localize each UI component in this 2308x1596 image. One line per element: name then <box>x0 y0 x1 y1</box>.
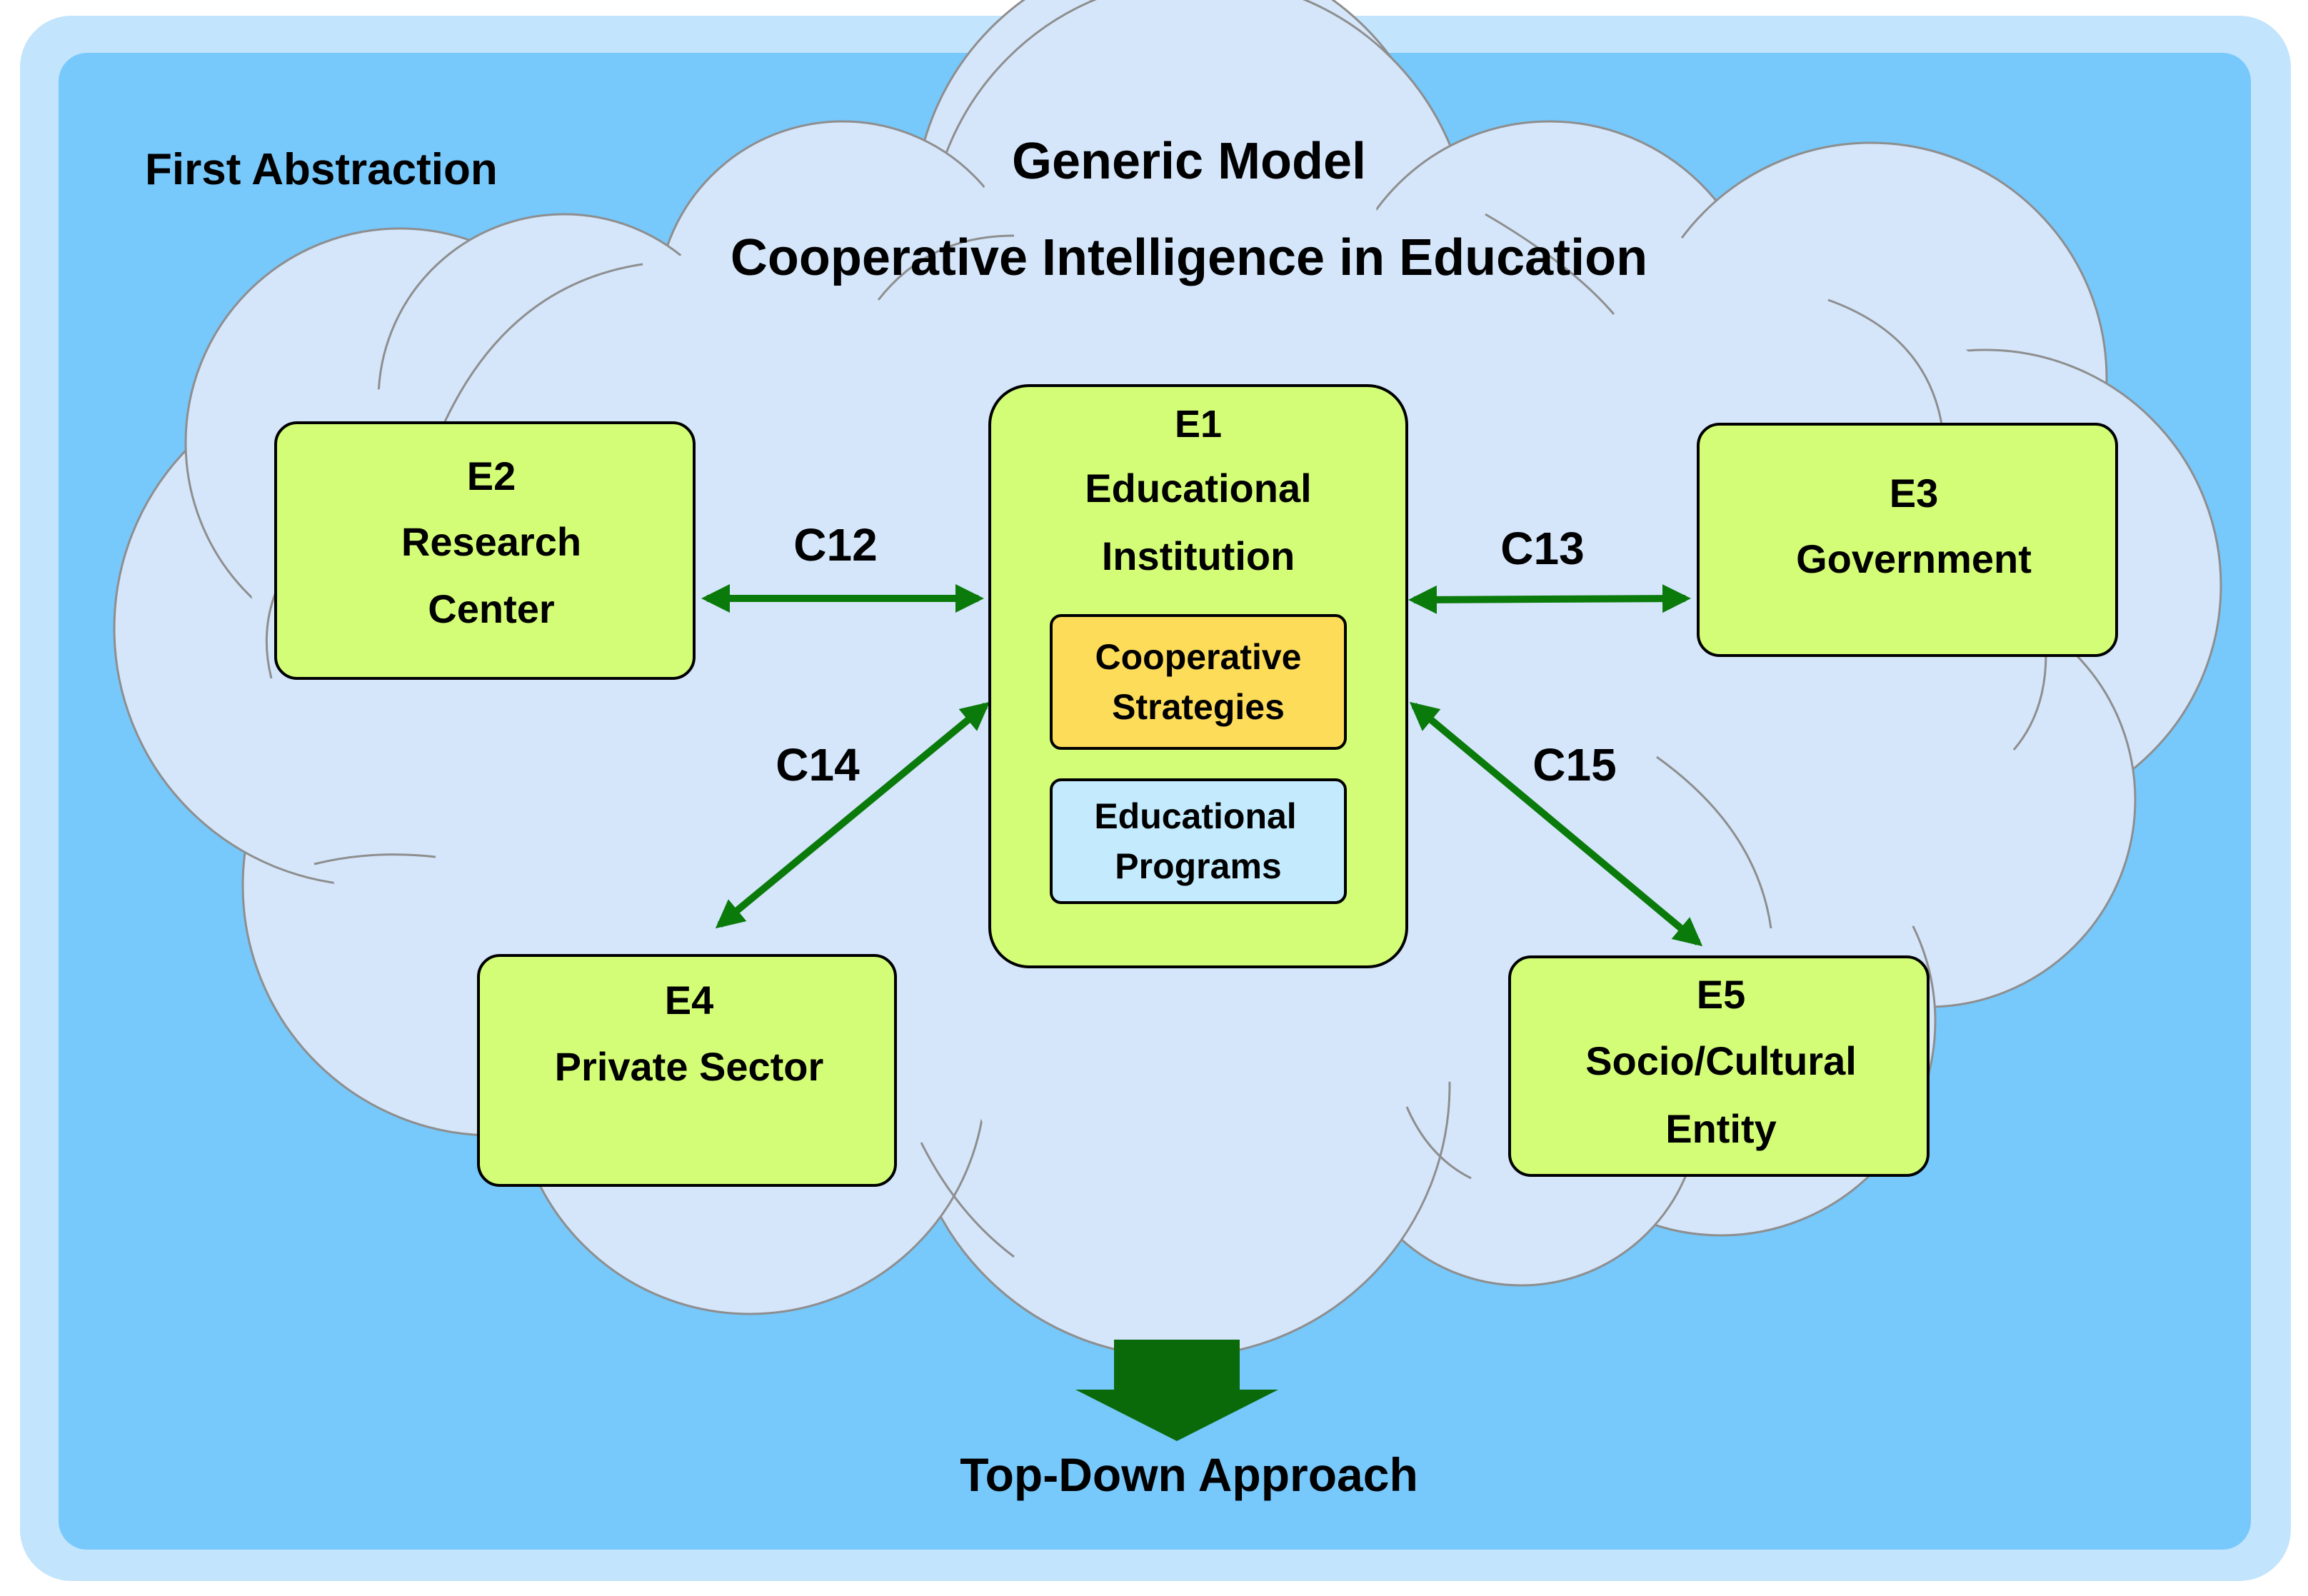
entity-e1: E1 Educational Institution Cooperative S… <box>988 384 1408 968</box>
programs-line2: Programs <box>1115 846 1281 886</box>
entity-e5-line1: Socio/Cultural <box>1585 1038 1857 1083</box>
strategies-line1: Cooperative <box>1095 637 1302 677</box>
connection-arrow-c13 <box>1408 584 1691 614</box>
entity-e2-line2: Center <box>428 586 554 631</box>
connection-label-c13: C13 <box>1500 523 1584 574</box>
entity-e2-line1: Research <box>401 519 581 564</box>
programs-line1: Educational <box>1094 796 1296 836</box>
connection-label-c12: C12 <box>793 519 877 571</box>
entity-e3-id: E3 <box>1890 471 1939 516</box>
connection-arrow-c14 <box>715 701 990 929</box>
title-line-1: Generic Model <box>1012 133 1366 190</box>
bottom-label: Top-Down Approach <box>960 1448 1418 1501</box>
entity-e1-id: E1 <box>1175 403 1222 446</box>
entity-e4: E4 Private Sector <box>477 954 897 1187</box>
entity-e3-line1: Government <box>1796 536 2032 581</box>
connection-label-c14: C14 <box>776 739 860 791</box>
strategies-box: Cooperative Strategies <box>1050 614 1347 750</box>
entity-e3: E3 Government <box>1697 423 2118 657</box>
entity-e5-id: E5 <box>1697 972 1746 1017</box>
connection-label-c15: C15 <box>1532 739 1616 791</box>
down-arrow-icon <box>1075 1340 1278 1441</box>
entity-e4-line1: Private Sector <box>555 1044 824 1089</box>
programs-box: Educational Programs <box>1050 778 1347 904</box>
entity-e5-line2: Entity <box>1665 1106 1777 1151</box>
connection-arrow-c15 <box>1409 701 1703 947</box>
entity-e1-line1: Educational <box>1085 466 1311 511</box>
entity-e4-id: E4 <box>665 978 714 1023</box>
entity-e2: E2 Research Center <box>274 421 696 680</box>
strategies-line2: Strategies <box>1112 687 1285 727</box>
entity-e2-id: E2 <box>467 453 516 498</box>
entity-e1-line2: Institution <box>1102 533 1295 578</box>
title-line-2: Cooperative Intelligence in Education <box>731 229 1647 286</box>
entity-e5: E5 Socio/Cultural Entity <box>1508 955 1930 1177</box>
abstraction-label: First Abstraction <box>145 145 498 194</box>
